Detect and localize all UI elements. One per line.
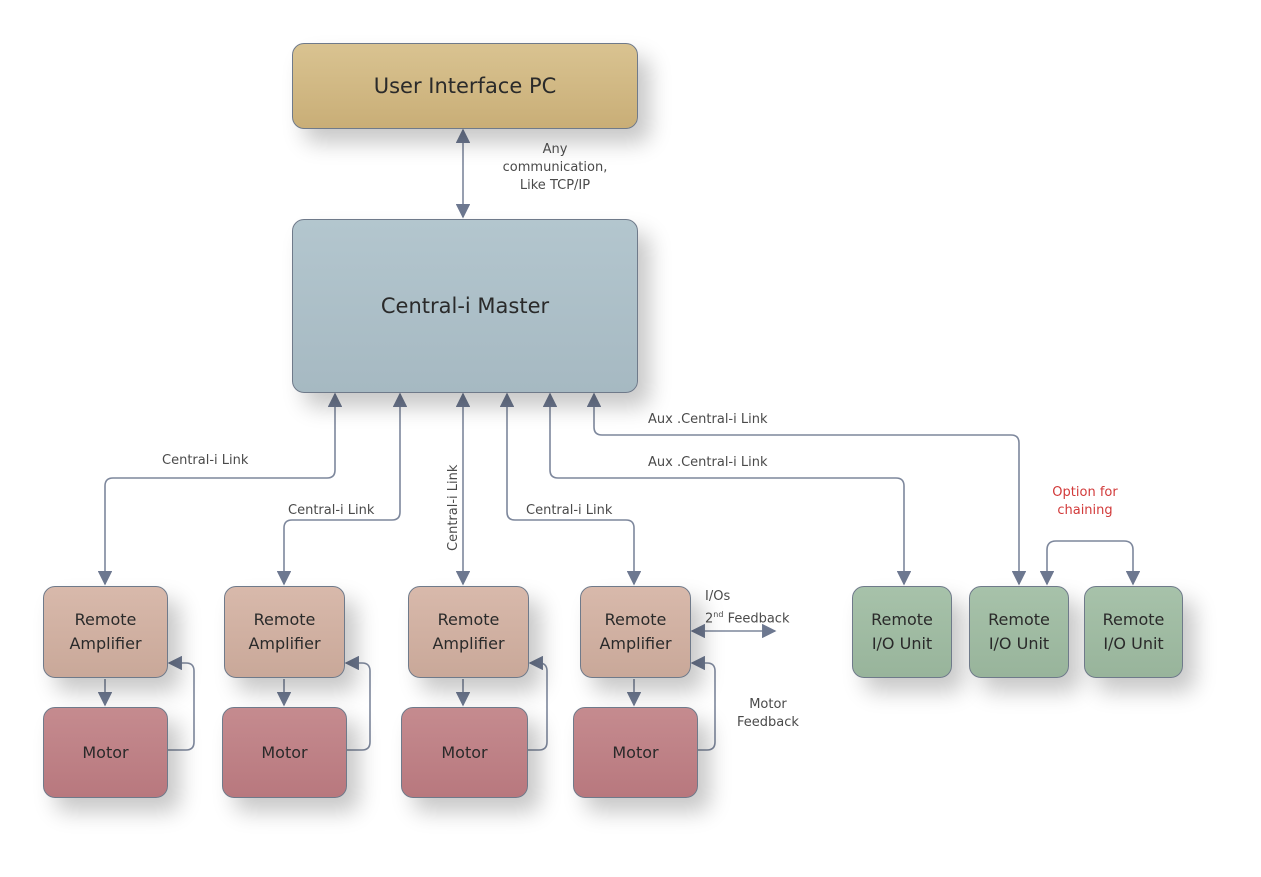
link-master-amp1 [97,392,343,586]
central-i-master-node: Central-i Master [292,219,638,393]
feedback-motor3 [528,655,548,751]
io-label-line1: Remote [871,610,933,629]
motor-feedback-line1: Motor [749,697,787,712]
link-label-4: Central-i Link [526,503,613,518]
link-master-io2 [586,392,1027,586]
comm-label-line2: communication, [502,160,608,175]
motor-node-4: Motor [573,707,698,798]
motor-feedback-label: Motor Feedback [728,696,808,732]
ui-pc-label: User Interface PC [373,74,557,98]
motor-node-1: Motor [43,707,168,798]
amp-label-line1: Remote [604,610,667,629]
master-label: Central-i Master [380,294,550,318]
io-label-line1: Remote [1102,610,1165,629]
motor-label: Motor [612,743,659,762]
aux-link-label-2: Aux .Central-i Link [648,455,768,470]
motor-node-3: Motor [401,707,528,798]
motor-label: Motor [441,743,488,762]
chaining-note: Option for chaining [1030,484,1140,520]
second-feedback-text: Feedback [723,611,790,627]
link-chaining [1039,540,1141,586]
comm-label: Any communication, Like TCP/IP [490,141,620,195]
amp-label-line2: Amplifier [599,634,672,653]
link-label-3: Central-i Link [446,464,461,551]
amp-label-line1: Remote [437,610,500,629]
link-master-amp4 [499,392,642,586]
feedback-motor4 [690,655,716,751]
second-feedback-label: 2nd Feedback [705,606,789,628]
second-feedback-num: 2 [705,611,714,627]
comm-label-line3: Like TCP/IP [519,178,591,193]
chaining-note-line2: chaining [1057,503,1113,518]
user-interface-pc-node: User Interface PC [292,43,638,129]
aux-link-label-1: Aux .Central-i Link [648,412,768,427]
chaining-note-line1: Option for [1052,485,1118,500]
io-label-line2: I/O Unit [988,634,1050,653]
motor-label: Motor [82,743,129,762]
link-label-2: Central-i Link [288,503,375,518]
motor-label: Motor [261,743,308,762]
amp-label-line2: Amplifier [248,634,321,653]
amp-label-line1: Remote [74,610,137,629]
amp-label-line2: Amplifier [69,634,142,653]
io-label-line2: I/O Unit [871,634,933,653]
comm-label-line1: Any [542,142,568,157]
feedback-motor1 [167,655,195,751]
motor-feedback-line2: Feedback [737,715,799,730]
amp-label-line2: Amplifier [432,634,505,653]
motor-node-2: Motor [222,707,347,798]
link-label-1: Central-i Link [162,453,249,468]
feedback-motor2 [344,655,371,751]
second-feedback-sup: nd [713,610,724,619]
amp-label-line1: Remote [253,610,316,629]
io-label-line1: Remote [988,610,1050,629]
io-label-line2: I/O Unit [1103,634,1164,653]
link-master-amp2 [276,392,408,586]
ios-label: I/Os [705,589,731,604]
